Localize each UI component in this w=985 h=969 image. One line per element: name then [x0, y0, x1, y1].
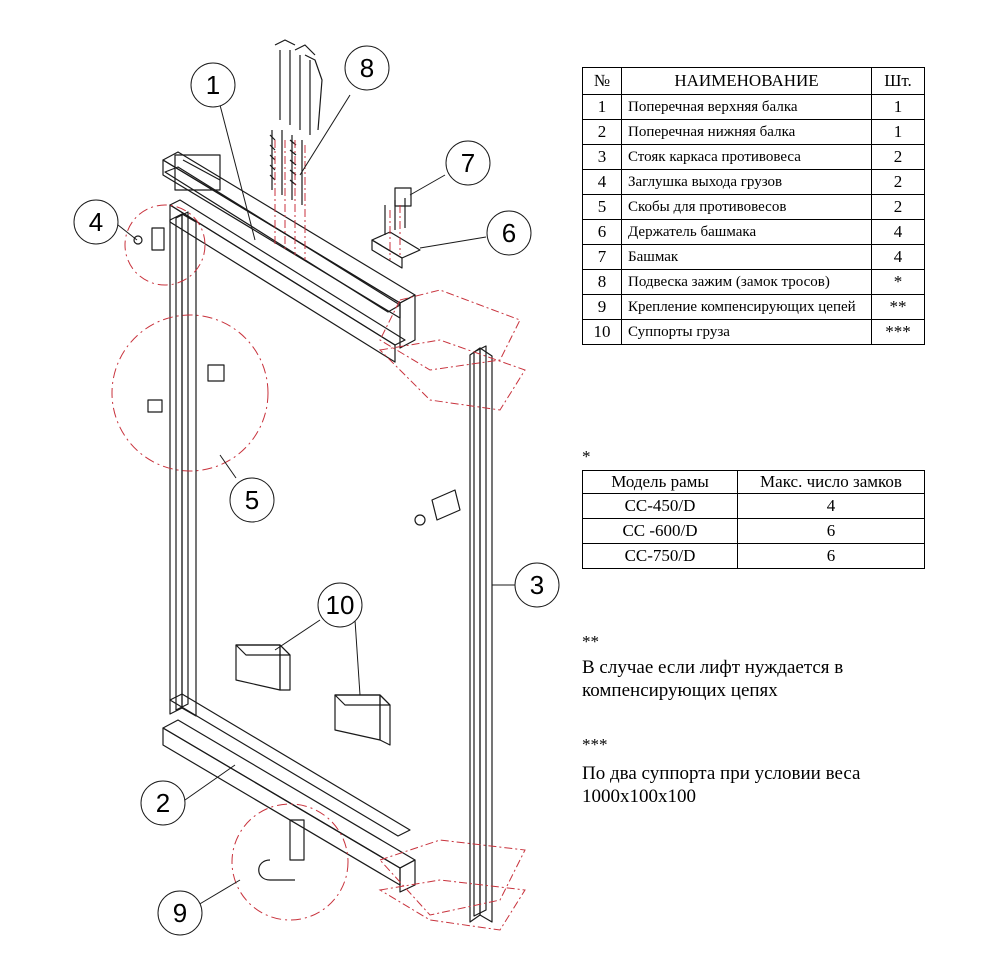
counterweight-support-right [334, 694, 391, 746]
callout-2: 2 [140, 780, 186, 826]
parts-cell-qty: 4 [871, 219, 925, 245]
svg-text:3: 3 [530, 570, 544, 600]
svg-text:6: 6 [502, 218, 516, 248]
plug-part-4 [133, 227, 165, 251]
parts-cell-name: Подвеска зажим (замок тросов) [621, 269, 872, 295]
svg-text:7: 7 [461, 148, 475, 178]
parts-cell-num: 7 [582, 244, 622, 270]
parts-cell-qty: 4 [871, 244, 925, 270]
parts-cell-num: 9 [582, 294, 622, 320]
shoe-holder [371, 187, 421, 269]
model-cell-model: CC-750/D [582, 543, 738, 569]
callout-1: 1 [190, 62, 236, 108]
counterweight-support-left [235, 644, 291, 691]
exploded-assembly-drawing: 1 8 4 7 6 5 3 10 2 9 [73, 39, 560, 936]
parts-cell-name: Суппорты груза [621, 319, 872, 345]
parts-cell-qty: *** [871, 319, 925, 345]
parts-cell-num: 5 [582, 194, 622, 220]
svg-text:4: 4 [89, 207, 103, 237]
parts-cell-name: Башмак [621, 244, 872, 270]
note-star3-mark: *** [582, 735, 608, 754]
model-cell-model: CC-450/D [582, 493, 738, 519]
callout-6: 6 [486, 210, 532, 256]
parts-cell-name: Крепление компенсирующих цепей [621, 294, 872, 320]
parts-table-header: № НАИМЕНОВАНИЕ Шт. [582, 67, 925, 95]
callout-4: 4 [73, 199, 119, 245]
callout-7: 7 [445, 140, 491, 186]
parts-cell-name: Скобы для противовесов [621, 194, 872, 220]
col-num: № [582, 67, 622, 95]
parts-cell-name: Стояк каркаса противовеса [621, 144, 872, 170]
note-star2-mark: ** [582, 632, 599, 651]
note-star1-mark: * [582, 447, 591, 466]
parts-cell-num: 4 [582, 169, 622, 195]
parts-cell-qty: * [871, 269, 925, 295]
callout-5: 5 [229, 477, 275, 523]
model-cell-max: 4 [737, 493, 925, 519]
col-qty: Шт. [871, 67, 925, 95]
top-beam [162, 151, 416, 363]
svg-text:2: 2 [156, 788, 170, 818]
bottom-beam [162, 693, 416, 893]
callout-9: 9 [157, 890, 203, 936]
parts-cell-num: 10 [582, 319, 622, 345]
parts-cell-qty: 1 [871, 94, 925, 120]
bracket-part-5 [147, 364, 225, 413]
model-cell-max: 6 [737, 518, 925, 544]
callout-8: 8 [344, 45, 390, 91]
chain-fixing-part-9 [258, 819, 305, 881]
rope-hangers [269, 39, 323, 205]
model-table-header: Модель рамы Макс. число замков [582, 470, 925, 494]
svg-text:9: 9 [173, 898, 187, 928]
col-name: НАИМЕНОВАНИЕ [621, 67, 872, 95]
svg-text:10: 10 [326, 590, 355, 620]
parts-cell-num: 3 [582, 144, 622, 170]
col-model: Модель рамы [582, 470, 738, 494]
parts-cell-num: 1 [582, 94, 622, 120]
parts-cell-name: Заглушка выхода грузов [621, 169, 872, 195]
assembly-lines [274, 140, 526, 931]
parts-cell-name: Поперечная верхняя балка [621, 94, 872, 120]
parts-cell-name: Поперечная нижняя балка [621, 119, 872, 145]
note-star2-text: В случае если лифт нуждается в компенсир… [582, 657, 844, 701]
col-max: Макс. число замков [737, 470, 925, 494]
parts-cell-qty: 2 [871, 194, 925, 220]
leader-lines [117, 94, 515, 906]
parts-cell-num: 2 [582, 119, 622, 145]
parts-cell-qty: 2 [871, 169, 925, 195]
parts-cell-num: 8 [582, 269, 622, 295]
model-cell-max: 6 [737, 543, 925, 569]
callout-3: 3 [514, 562, 560, 608]
svg-text:5: 5 [245, 485, 259, 515]
parts-cell-num: 6 [582, 219, 622, 245]
parts-cell-qty: 1 [871, 119, 925, 145]
parts-cell-name: Держатель башмака [621, 219, 872, 245]
parts-cell-qty: ** [871, 294, 925, 320]
detail-circles [111, 204, 349, 921]
bracket-right-mid [414, 489, 461, 526]
left-upright [169, 211, 197, 717]
model-cell-model: CC -600/D [582, 518, 738, 544]
svg-text:1: 1 [206, 70, 220, 100]
parts-cell-qty: 2 [871, 144, 925, 170]
right-upright [469, 345, 493, 923]
callout-10: 10 [317, 582, 363, 628]
note-star3-text: По два суппорта при условии веса 1000x10… [582, 763, 861, 807]
svg-text:8: 8 [360, 53, 374, 83]
